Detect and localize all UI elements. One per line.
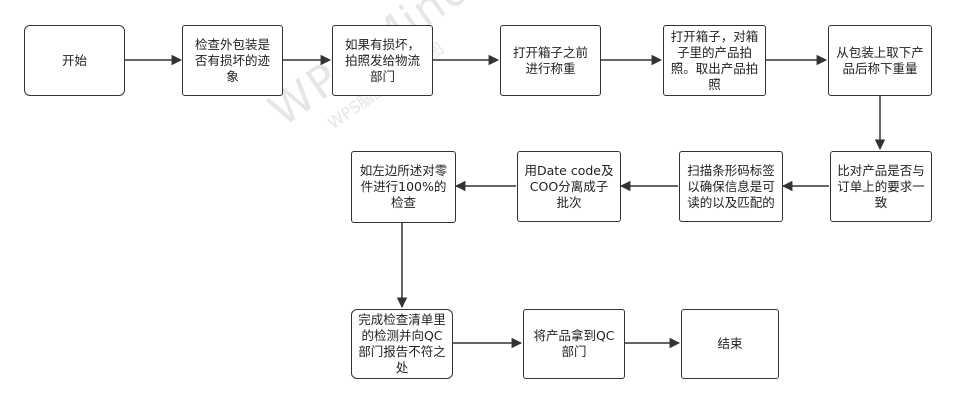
node-full-check: 如左边所述对零件进行100%的检查 <box>351 151 456 223</box>
node-end: 结束 <box>681 309 779 379</box>
node-compare-order: 比对产品是否与订单上的要求一致 <box>830 151 932 222</box>
node-date-code: 用Date code及COO分离成子批次 <box>517 151 621 222</box>
node-checklist-report: 完成检查清单里的检测并向QC部门报告不符之处 <box>351 309 453 379</box>
node-open-box-photo: 打开箱子，对箱子里的产品拍照。取出产品拍照 <box>663 25 766 96</box>
node-to-qc: 将产品拿到QC部门 <box>523 309 625 379</box>
node-photo-damage: 如果有损坏，拍照发给物流部门 <box>332 25 433 96</box>
node-scan-barcode: 扫描条形码标签以确保信息是可读的以及匹配的 <box>679 151 783 222</box>
node-inspect-package: 检查外包装是否有损坏的迹象 <box>182 25 283 96</box>
node-weigh-before: 打开箱子之前进行称重 <box>500 25 601 96</box>
node-start: 开始 <box>24 25 125 96</box>
node-weigh-after: 从包装上取下产品后称下重量 <box>828 25 932 96</box>
